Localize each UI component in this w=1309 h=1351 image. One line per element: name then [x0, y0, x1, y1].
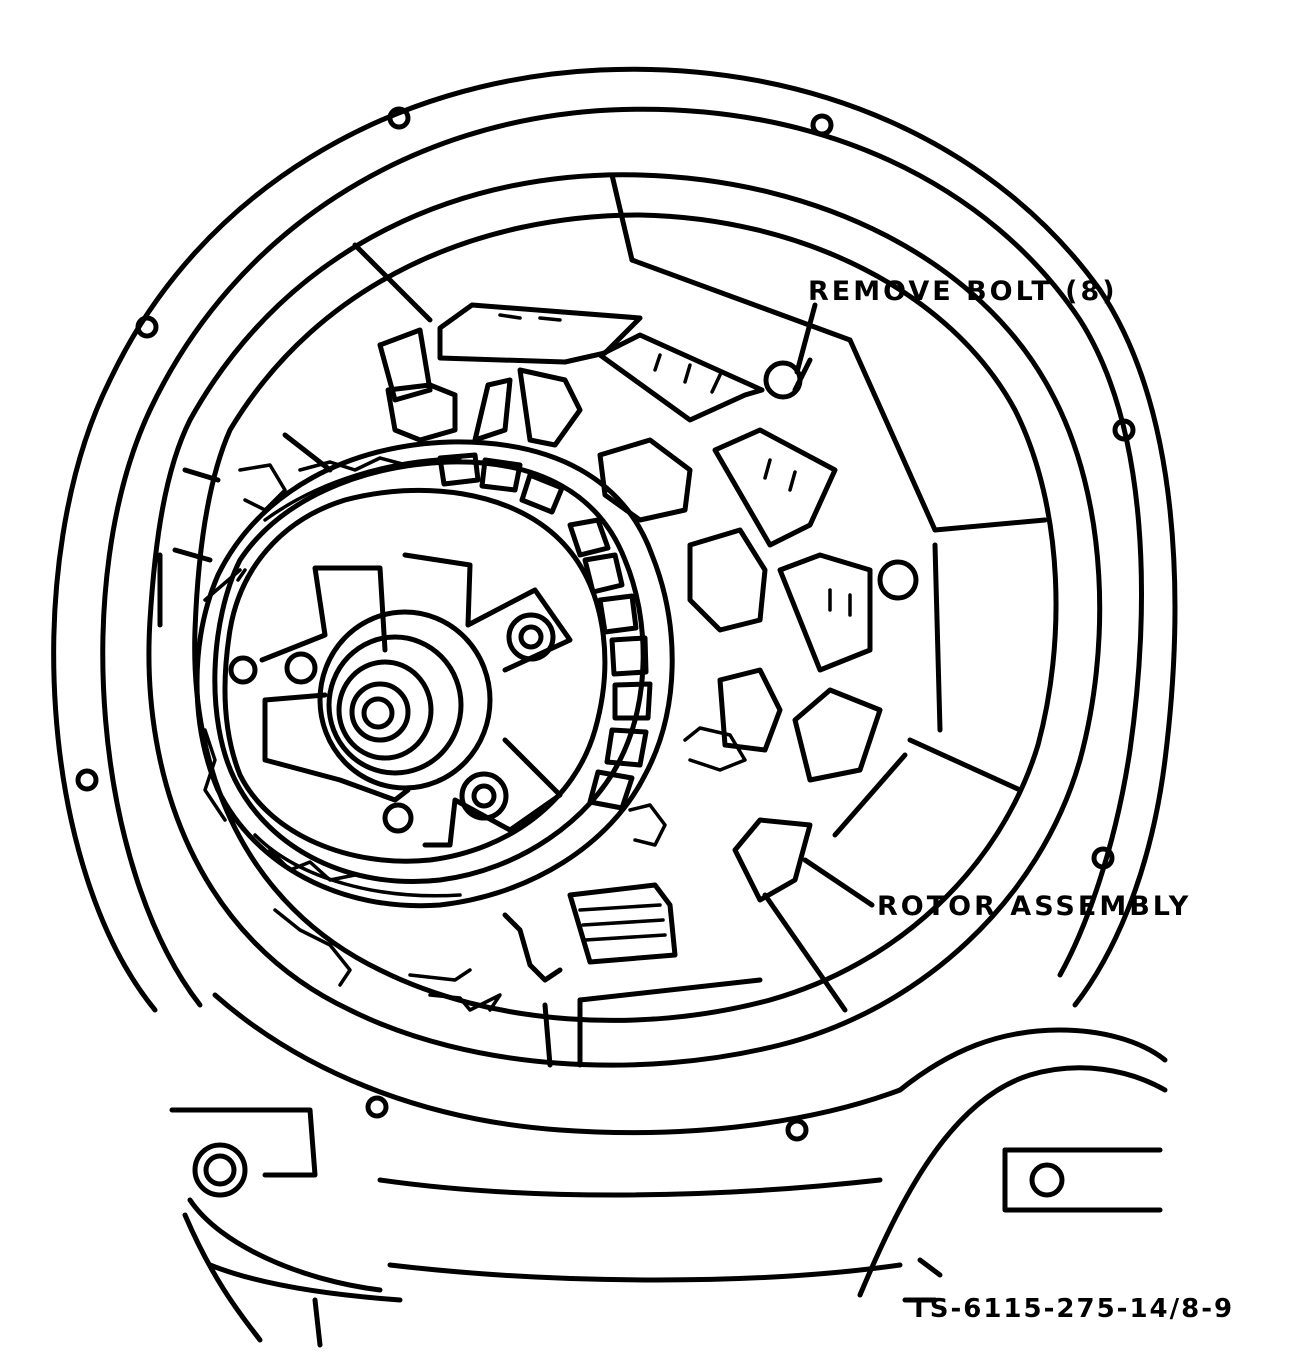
- remove-bolt-callout: REMOVE BOLT (8): [808, 276, 1118, 307]
- stator-poles: [377, 302, 883, 903]
- rotor-hub: [222, 487, 608, 864]
- stator-frame: [146, 172, 1103, 1068]
- hub-bolt-holes: [228, 612, 556, 834]
- housing-flange: [51, 66, 1178, 1136]
- pole-tick-marks: [498, 313, 852, 617]
- rotor-coil-ring: [194, 439, 675, 909]
- figure-identifier: TS-6115-275-14/8-9: [910, 1294, 1235, 1324]
- mounting-base: [169, 1027, 1168, 1348]
- rotor-assembly-callout: ROTOR ASSEMBLY: [877, 891, 1192, 922]
- fan-blades: [502, 882, 678, 983]
- leader-lines: [792, 302, 875, 908]
- wiring-details: [203, 463, 747, 1012]
- stator-ribs: [157, 172, 1048, 1068]
- flange-bolt-holes: [75, 106, 1136, 1142]
- rotor-shaft: [317, 609, 493, 791]
